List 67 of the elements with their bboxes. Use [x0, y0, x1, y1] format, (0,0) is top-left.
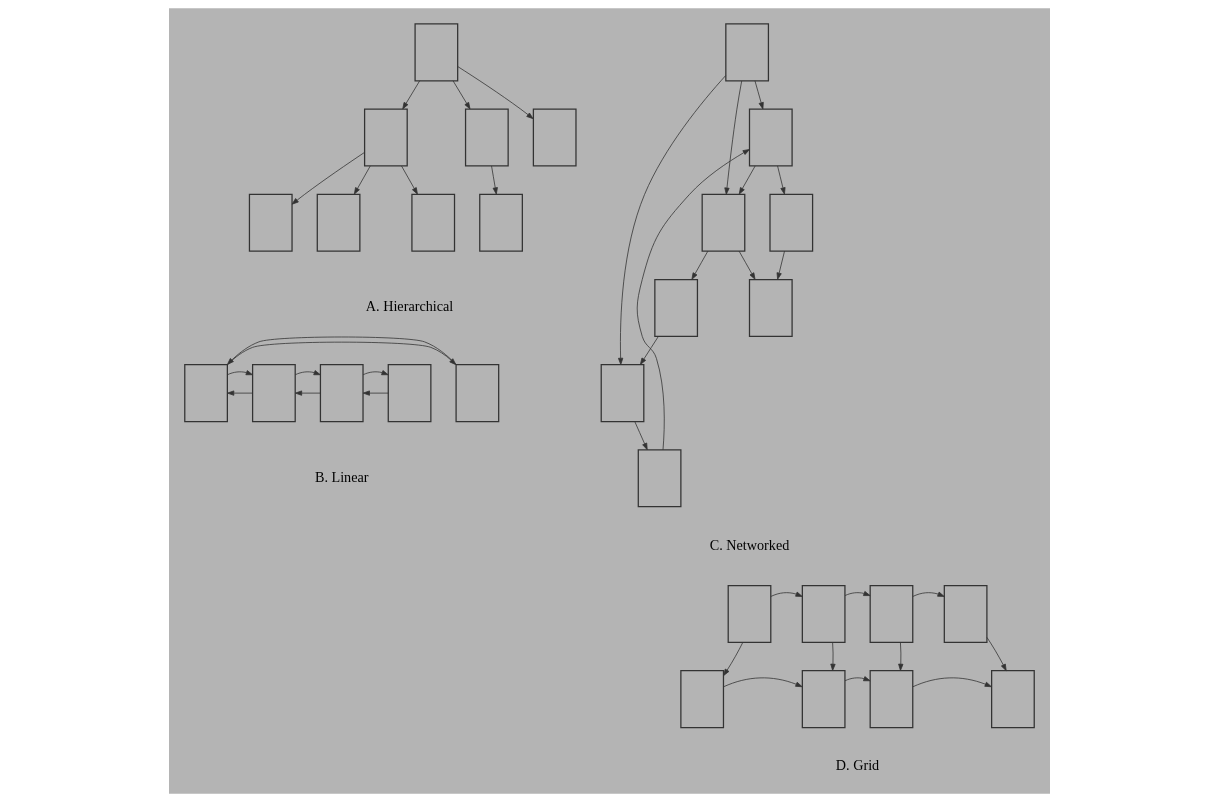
arrow [633, 421, 648, 451]
node-box [727, 584, 771, 643]
arrow [912, 591, 945, 597]
node-box [464, 108, 509, 167]
arrow [226, 390, 253, 396]
arrow [844, 591, 870, 596]
arrow [911, 677, 992, 688]
node-box [801, 584, 846, 643]
node-box [748, 108, 793, 167]
label: B. Linear [314, 468, 369, 485]
node-box [653, 278, 698, 337]
node-box [701, 193, 745, 252]
arrow [897, 641, 903, 671]
node-box [724, 23, 769, 82]
arrow [829, 641, 836, 671]
arrow [294, 370, 321, 376]
arrow [723, 80, 742, 195]
arrow [294, 390, 321, 396]
node-box [413, 23, 458, 82]
node-box [410, 193, 455, 252]
arrow [636, 149, 750, 451]
arrow [776, 165, 785, 195]
arrow [738, 250, 755, 280]
node-box [387, 364, 431, 423]
node-box [319, 364, 364, 423]
arrow [844, 676, 870, 682]
node-box [768, 193, 813, 252]
label: A. Hierarchical [365, 298, 453, 315]
label: C. Networked [709, 536, 789, 553]
node-box [248, 193, 293, 252]
node-box [943, 584, 988, 643]
arrow [452, 80, 470, 110]
arrow [362, 390, 389, 396]
arrow [738, 165, 756, 195]
node-box [478, 193, 523, 252]
node-box [637, 449, 681, 508]
node-box [532, 108, 577, 167]
node-box [869, 670, 913, 729]
arrow [776, 250, 785, 280]
arrow [362, 370, 389, 376]
arrow [770, 591, 803, 597]
node-box [251, 364, 296, 423]
node-box [363, 108, 408, 167]
arrow [722, 641, 743, 676]
node-box [454, 364, 499, 423]
arrow [457, 66, 533, 120]
arrow [986, 636, 1007, 672]
label: D. Grid [835, 757, 879, 774]
arrow [754, 80, 764, 110]
arrow [401, 80, 420, 110]
node-box [748, 278, 793, 337]
node-box [990, 670, 1035, 729]
arrow [617, 75, 726, 365]
arrow [353, 165, 371, 195]
arrow [639, 335, 659, 365]
node-box [316, 193, 360, 252]
arrow [291, 152, 365, 205]
node-box [600, 364, 644, 423]
node-box [183, 364, 228, 423]
arrow [226, 370, 253, 376]
arrow [691, 250, 708, 280]
arrow [722, 677, 803, 688]
node-box [679, 670, 724, 729]
node-box [801, 670, 846, 729]
arrow [490, 165, 498, 195]
arrow [400, 165, 418, 195]
node-box [869, 584, 913, 643]
